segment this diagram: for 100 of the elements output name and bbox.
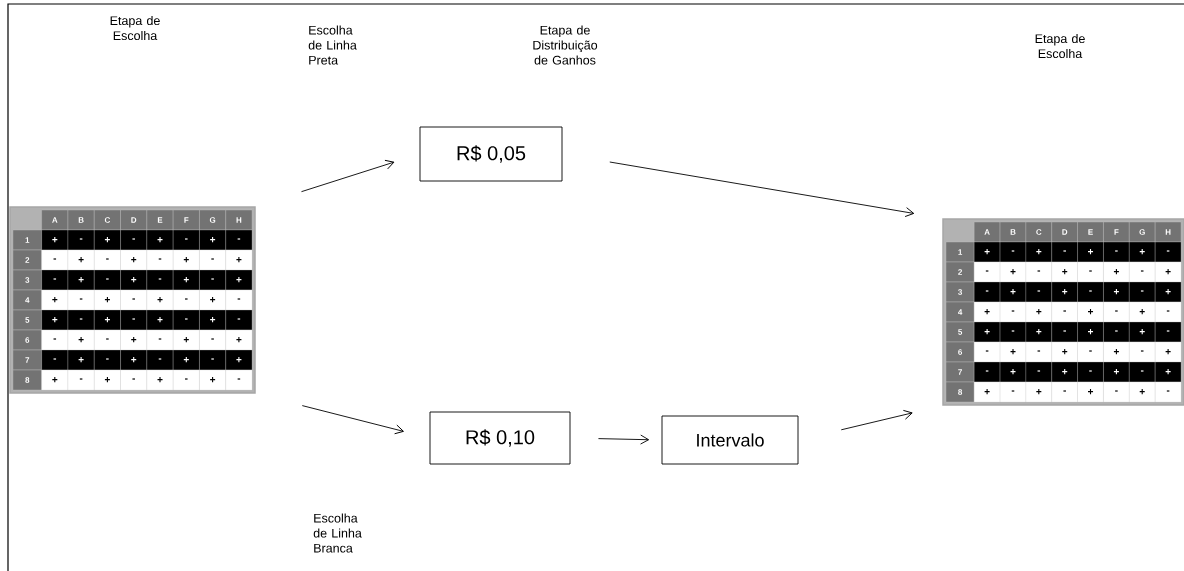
sign-cell: +: [225, 329, 253, 351]
column-header: E: [1077, 221, 1104, 243]
sign-cell: -: [1025, 281, 1052, 303]
sign-cell: +: [225, 269, 253, 291]
sign-cell: -: [1077, 341, 1104, 363]
row-header: 1: [945, 241, 975, 263]
row-header: 6: [12, 329, 42, 351]
sign-cell: -: [1077, 261, 1104, 283]
sign-cell: +: [146, 229, 174, 251]
row-header: 8: [945, 381, 975, 403]
sign-cell: +: [120, 349, 147, 371]
sign-cell: +: [120, 329, 147, 351]
sign-cell: -: [1025, 261, 1052, 283]
sign-cell: +: [1077, 321, 1104, 343]
sign-cell: +: [173, 329, 200, 351]
sign-cell: -: [120, 289, 147, 311]
sign-cell: -: [1129, 281, 1156, 303]
sign-cell: +: [1025, 321, 1052, 343]
sign-cell: -: [146, 269, 174, 291]
sign-cell: +: [146, 369, 174, 391]
row-header: 2: [12, 249, 42, 271]
arrow: [598, 434, 650, 445]
sign-cell: -: [173, 369, 200, 391]
sign-cell: -: [146, 349, 174, 371]
row-header: 1: [12, 229, 42, 251]
sign-cell: -: [974, 361, 1001, 383]
sign-cell: +: [146, 309, 174, 331]
sign-cell: +: [1051, 341, 1078, 363]
sign-cell: -: [1025, 361, 1052, 383]
sign-cell: -: [1103, 301, 1130, 323]
sign-cell: +: [999, 261, 1027, 283]
sign-cell: +: [974, 301, 1001, 323]
sign-cell: -: [94, 349, 121, 371]
sign-cell: +: [225, 249, 253, 271]
sign-cell: +: [41, 369, 69, 391]
sign-cell: -: [120, 229, 147, 251]
sign-cell: +: [173, 349, 200, 371]
row-header: 4: [12, 289, 42, 311]
sign-cell: +: [1103, 261, 1130, 283]
sign-cell: -: [999, 381, 1027, 403]
sign-cell: -: [1129, 261, 1156, 283]
sign-cell: +: [1103, 281, 1130, 303]
arrow: [301, 405, 404, 435]
column-header: B: [999, 221, 1027, 243]
sign-cell: -: [146, 329, 174, 351]
sign-cell: -: [1077, 281, 1104, 303]
sign-cell: -: [94, 329, 121, 351]
row-header: 5: [12, 309, 42, 331]
sign-cell: -: [1051, 321, 1078, 343]
sign-cell: +: [999, 361, 1027, 383]
sign-cell: -: [1051, 241, 1078, 263]
sign-cell: +: [41, 309, 69, 331]
sign-cell: +: [199, 369, 226, 391]
sign-cell: +: [199, 289, 226, 311]
sign-cell: -: [225, 229, 253, 251]
sign-cell: +: [1129, 321, 1156, 343]
sign-cell: +: [974, 381, 1001, 403]
sign-cell: -: [1155, 321, 1182, 343]
sign-cell: -: [225, 369, 253, 391]
column-header: E: [146, 209, 174, 231]
sign-cell: +: [146, 289, 174, 311]
sign-cell: -: [120, 309, 147, 331]
column-header: G: [199, 209, 226, 231]
sign-cell: +: [1155, 261, 1182, 283]
sign-cell: +: [974, 241, 1001, 263]
sign-cell: +: [1129, 381, 1156, 403]
row-header: 3: [945, 281, 975, 303]
value-box: R$ 0,05: [419, 126, 563, 182]
sign-cell: -: [41, 349, 69, 371]
sign-cell: +: [1051, 361, 1078, 383]
column-header: F: [172, 209, 200, 231]
sign-cell: -: [173, 229, 200, 251]
stage-heading: Escolha de Linha Preta: [308, 25, 357, 65]
sign-cell: -: [94, 249, 121, 271]
column-header: A: [41, 209, 69, 231]
column-header: B: [67, 209, 95, 231]
arrow: [609, 161, 915, 217]
row-header: 4: [945, 301, 975, 323]
sign-cell: +: [94, 309, 121, 331]
arrow: [840, 409, 913, 431]
sign-cell: +: [1155, 281, 1182, 303]
sign-cell: -: [41, 269, 69, 291]
sign-cell: -: [199, 249, 226, 271]
sign-cell: +: [1103, 361, 1130, 383]
sign-cell: +: [199, 229, 226, 251]
sign-cell: -: [67, 309, 95, 331]
sign-cell: +: [1025, 381, 1052, 403]
sign-cell: +: [1051, 261, 1078, 283]
sign-cell: +: [1025, 241, 1052, 263]
sign-cell: +: [225, 349, 253, 371]
column-header: C: [94, 209, 121, 231]
sign-cell: +: [41, 229, 69, 251]
row-header: 6: [945, 341, 975, 363]
row-header: 7: [12, 349, 42, 371]
sign-cell: +: [94, 369, 121, 391]
column-header: C: [1025, 221, 1052, 243]
sign-cell: -: [146, 249, 174, 271]
row-header: 3: [12, 269, 42, 291]
column-header: G: [1129, 221, 1156, 243]
sign-cell: -: [1103, 321, 1130, 343]
